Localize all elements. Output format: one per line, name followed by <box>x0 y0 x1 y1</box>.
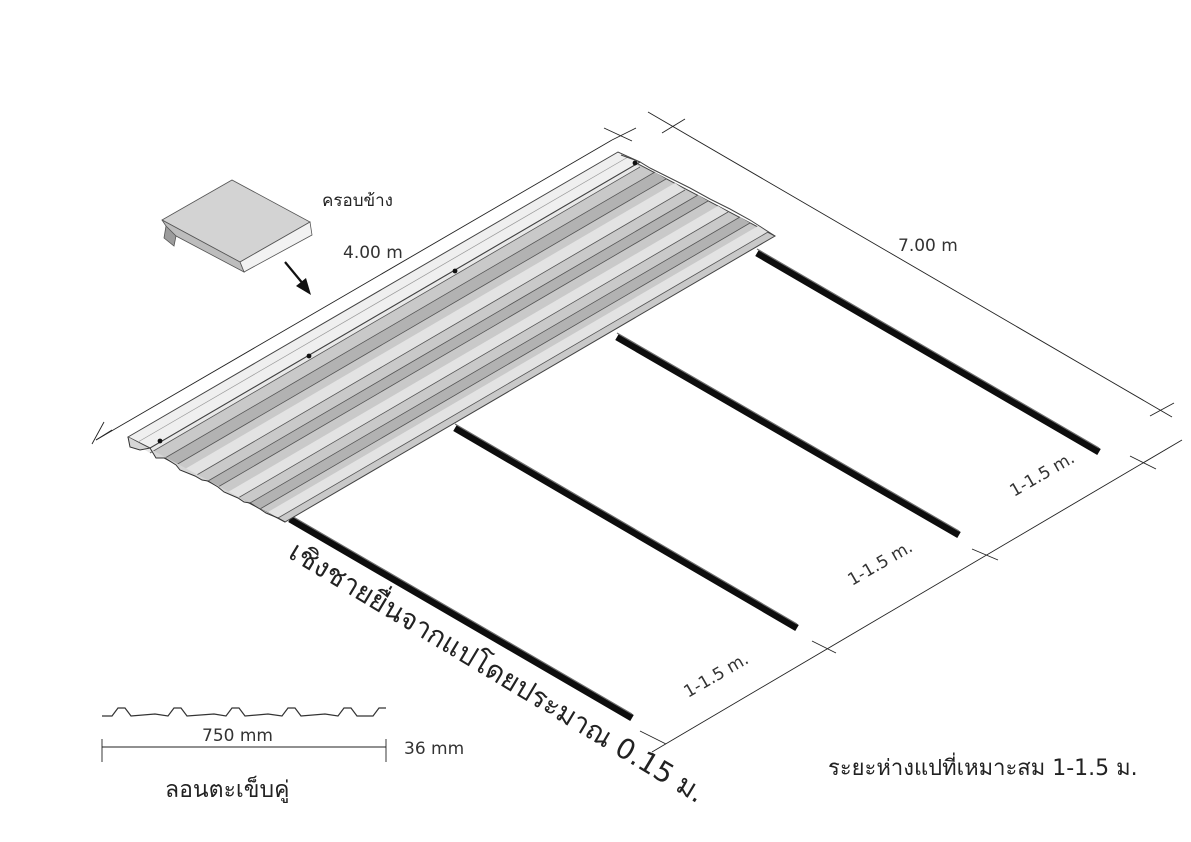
purlin-3 <box>615 332 961 539</box>
width-dimension-label: 4.00 m <box>343 243 403 263</box>
purlin-1 <box>288 514 634 722</box>
screw <box>632 160 638 166</box>
length-dimension: 7.00 m <box>647 111 1175 418</box>
profile-outline <box>102 707 386 717</box>
purlins <box>288 248 1101 722</box>
purlin-2 <box>453 423 799 632</box>
eave-overhang-note: เชิงชายยื่นจากแปโดยประมาณ 0.15 ม. <box>283 532 712 810</box>
purlin-4 <box>755 248 1101 456</box>
arrow-down-right-icon <box>284 261 311 295</box>
length-dimension-label: 7.00 m <box>898 236 958 256</box>
profile-height-label: 36 mm <box>404 739 464 759</box>
sheet-front-profile <box>127 436 286 523</box>
screw <box>452 268 458 274</box>
screw <box>306 353 312 359</box>
spacing-label-2: 1-1.5 m. <box>845 537 917 590</box>
width-dimension: 4.00 m <box>91 127 637 445</box>
sheet-profile-section: 750 mm 36 mm ลอนตะเข็บคู่ <box>101 707 464 803</box>
purlin-spacing-note: ระยะห่างแปที่เหมาะสม 1-1.5 ม. <box>828 752 1138 781</box>
spacing-label-3: 1-1.5 m. <box>1007 448 1079 501</box>
side-cap-detail: ครอบข้าง <box>161 179 393 295</box>
spacing-label-1: 1-1.5 m. <box>681 649 753 702</box>
side-cap-label: ครอบข้าง <box>322 191 393 211</box>
purlin-spacing-dimension: 1-1.5 m. 1-1.5 m. 1-1.5 m. <box>639 439 1183 753</box>
roof-sheet <box>126 151 777 523</box>
profile-name-label: ลอนตะเข็บคู่ <box>165 774 290 803</box>
screw <box>157 438 163 444</box>
profile-width-label: 750 mm <box>202 726 273 746</box>
